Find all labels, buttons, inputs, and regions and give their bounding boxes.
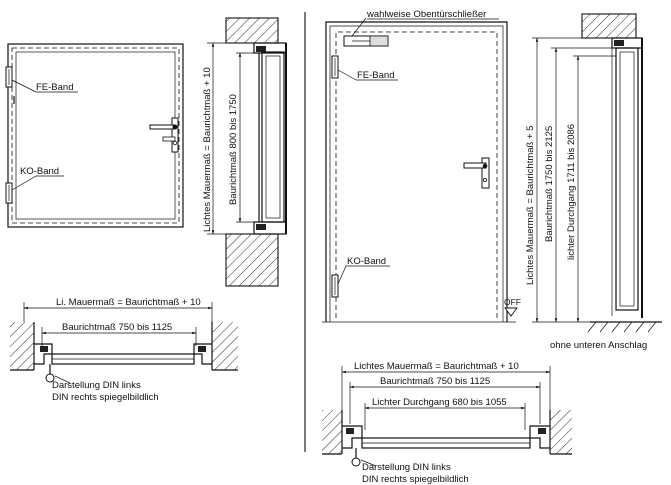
darstellung-left-line-1: Darstellung DIN links [52,380,141,391]
ko-band-left-label: KO-Band [20,166,59,177]
right-door-elevation [322,17,518,323]
lichtes-mauermass-bottom-right-label: Lichtes Mauermaß = Baurichtmaß + 10 [354,361,519,372]
baurichtmass-right-vertical-label: Baurichtmaß 1750 bis 2125 [544,126,555,242]
baurichtmass-bottom-left-label: Baurichtmaß 750 bis 1125 [62,322,172,333]
lichter-durchgang-bottom-right-label: Lichter Durchgang 680 bis 1055 [372,397,507,408]
ko-band-right-label: KO-Band [347,256,386,267]
left-vertical-section [207,17,287,287]
baurichtmass-bottom-right-label: Baurichtmaß 750 bis 1125 [380,376,490,387]
baurichtmass-left-vertical-label: Baurichtmaß 800 bis 1750 [228,94,239,205]
door-handle-right [463,157,490,189]
ohne-unteren-anschlag-label: ohne unteren Anschlag [550,340,647,351]
fe-band-left-label: FE-Band [36,82,74,93]
left-door-elevation [5,43,184,228]
lichter-durchgang-right-label: lichter Durchgang 1711 bis 2086 [566,124,577,260]
left-plan-section [10,302,238,384]
right-vertical-section [532,13,662,333]
right-plan-section [322,366,572,467]
door-handle-left [149,117,179,153]
off-label: OFF [504,297,521,307]
obentuerschliesser-label: wahlweise Obentürschließer [366,9,486,20]
fe-band-right-label: FE-Band [357,70,395,81]
darstellung-left-line-2: DIN rechts spiegelbildlich [52,392,159,403]
lichtes-mauermass-right-label: Lichtes Mauermaß = Baurichtmaß + 5 [525,126,536,285]
darstellung-right-line-2: DIN rechts spiegelbildlich [362,474,469,485]
lichtes-mauermass-left-label: Lichtes Mauermaß = Baurichtmaß + 10 [202,67,213,232]
li-mauermass-bottom-left-label: Li. Mauermaß = Baurichtmaß + 10 [56,297,201,308]
darstellung-right-line-1: Darstellung DIN links [362,462,451,473]
